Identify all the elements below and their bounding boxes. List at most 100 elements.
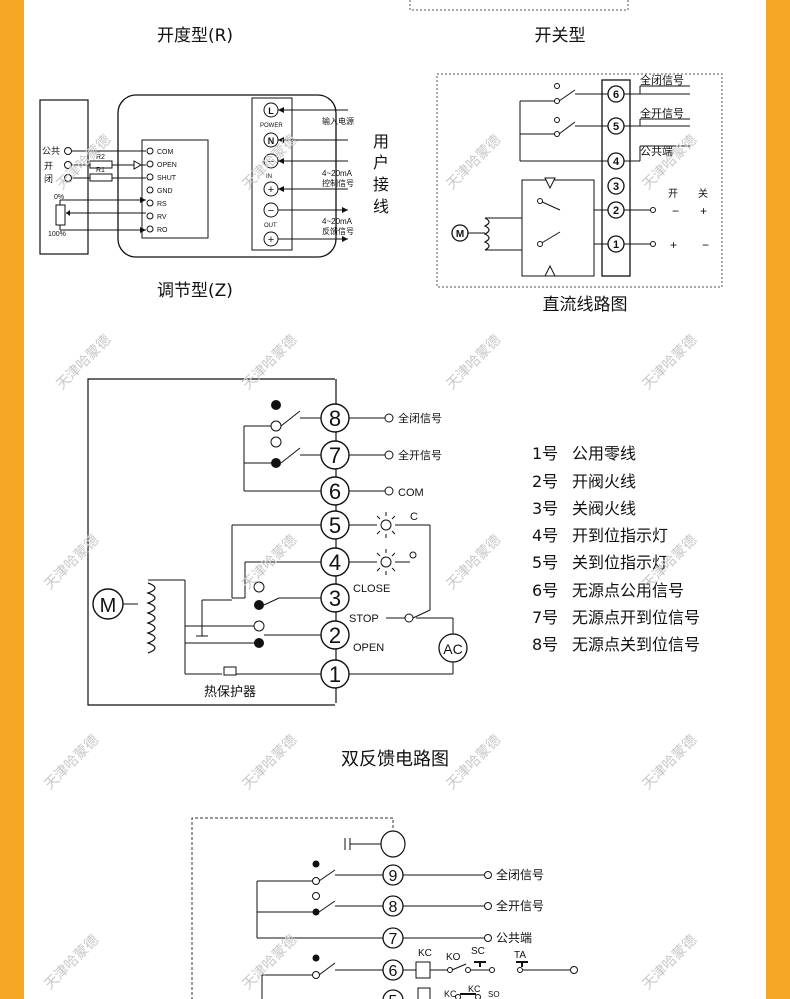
svg-text:+: + bbox=[700, 204, 707, 218]
svg-text:关阀火线: 关阀火线 bbox=[572, 499, 636, 518]
hundred-percent-label: 100% bbox=[48, 231, 66, 238]
svg-text:天津哈蒙德: 天津哈蒙德 bbox=[640, 132, 701, 193]
svg-text:天津哈蒙德: 天津哈蒙德 bbox=[54, 332, 115, 393]
svg-text:5: 5 bbox=[329, 513, 341, 538]
dual-full-close-label: 全闭信号 bbox=[496, 867, 544, 882]
svg-text:反馈信号: 反馈信号 bbox=[322, 226, 354, 236]
ac-stop-label: STOP bbox=[349, 613, 379, 625]
dc-terminal-strip bbox=[601, 79, 631, 277]
svg-text:+: + bbox=[670, 238, 677, 252]
svg-text:M: M bbox=[456, 229, 464, 240]
svg-text:天津哈蒙德: 天津哈蒙德 bbox=[444, 132, 505, 193]
svg-text:2: 2 bbox=[613, 205, 619, 217]
thermal-protector-label: 热保护器 bbox=[204, 685, 256, 700]
dual-common-label: 公共端 bbox=[496, 931, 532, 945]
svg-text:OPEN: OPEN bbox=[157, 162, 177, 169]
resistor-r1 bbox=[89, 173, 113, 182]
svg-text:AC: AC bbox=[443, 641, 462, 657]
svg-text:8: 8 bbox=[389, 899, 398, 916]
svg-text:户: 户 bbox=[373, 153, 389, 172]
svg-text:GND: GND bbox=[157, 188, 173, 195]
actuator-module-box bbox=[117, 94, 337, 258]
svg-text:KO: KO bbox=[446, 952, 461, 963]
product-page: 开度型(R) 开关型 公共 开 闭 0% 100% R2 R1 bbox=[24, 0, 766, 999]
thermal-switch bbox=[223, 666, 237, 676]
svg-text:KC: KC bbox=[444, 989, 457, 999]
svg-text:5: 5 bbox=[613, 121, 619, 133]
ac-wiring-diagram: 8 7 6 5 4 3 2 1 全闭信号 全开信号 COM bbox=[87, 378, 468, 706]
resistor-r2 bbox=[89, 160, 113, 169]
svg-text:TA: TA bbox=[514, 950, 526, 961]
dual-feedback-diagram: 9 8 7 6 5 全闭信号 全开信号 公共端 bbox=[191, 817, 578, 999]
svg-text:6: 6 bbox=[389, 963, 398, 980]
svg-text:COM: COM bbox=[157, 149, 174, 156]
ac-full-open-label: 全开信号 bbox=[398, 448, 442, 462]
ac-full-close-label: 全闭信号 bbox=[398, 411, 442, 425]
svg-text:POWER: POWER bbox=[260, 123, 283, 129]
svg-text:无源点公用信号: 无源点公用信号 bbox=[572, 581, 684, 600]
terminal-legend: 1号 公用零线 2号 开阀火线 3号 关阀火线 4号 开到位指示灯 5号 关到位… bbox=[532, 444, 700, 654]
svg-text:开到位指示灯: 开到位指示灯 bbox=[572, 526, 668, 545]
svg-text:4号: 4号 bbox=[532, 526, 558, 545]
ac-com-label: COM bbox=[398, 487, 424, 499]
dc-terminals: 6 5 4 3 2 1 bbox=[607, 85, 625, 253]
ac-terminals: 8 7 6 5 4 3 2 1 bbox=[320, 403, 350, 689]
svg-text:3: 3 bbox=[613, 181, 619, 193]
svg-text:6: 6 bbox=[329, 479, 341, 504]
svg-text:7: 7 bbox=[329, 443, 341, 468]
dc-common-label: 公共端 bbox=[640, 145, 673, 158]
svg-text:L: L bbox=[268, 106, 274, 116]
terminal-labels: COM OPEN SHUT GND RS RV RO bbox=[146, 147, 177, 234]
svg-text:天津哈蒙德: 天津哈蒙德 bbox=[640, 732, 701, 793]
ac-frame bbox=[87, 378, 335, 706]
svg-text:3: 3 bbox=[329, 586, 341, 611]
svg-text:SO: SO bbox=[488, 990, 500, 999]
svg-text:R2: R2 bbox=[96, 154, 105, 161]
svg-text:8号: 8号 bbox=[532, 635, 558, 654]
svg-text:+: + bbox=[268, 234, 274, 246]
svg-text:天津哈蒙德: 天津哈蒙德 bbox=[42, 732, 103, 793]
dual-feedback-title: 双反馈电路图 bbox=[341, 749, 449, 770]
power-block bbox=[251, 97, 293, 251]
svg-text:无源点关到位信号: 无源点关到位信号 bbox=[572, 635, 700, 654]
svg-text:RS: RS bbox=[157, 201, 167, 208]
svg-text:线: 线 bbox=[373, 197, 389, 216]
svg-text:4: 4 bbox=[613, 156, 620, 168]
svg-text:天津哈蒙德: 天津哈蒙德 bbox=[640, 332, 701, 393]
svg-text:天津哈蒙德: 天津哈蒙德 bbox=[444, 532, 505, 593]
dc-motor-coil bbox=[483, 217, 490, 251]
wiring-diagrams: 开度型(R) 开关型 公共 开 闭 0% 100% R2 R1 bbox=[39, 0, 723, 999]
com-label: 公共 bbox=[42, 146, 60, 156]
svg-text:RV: RV bbox=[157, 214, 167, 221]
svg-text:−: − bbox=[268, 205, 274, 217]
svg-text:天津哈蒙德: 天津哈蒙德 bbox=[444, 332, 505, 393]
svg-text:天津哈蒙德: 天津哈蒙德 bbox=[240, 932, 301, 993]
svg-text:天津哈蒙德: 天津哈蒙德 bbox=[42, 532, 103, 593]
opening-type-title: 开度型(R) bbox=[157, 26, 233, 46]
ac-close-label: CLOSE bbox=[353, 583, 390, 595]
open-label: 开 bbox=[44, 161, 53, 171]
ac-motor-coil bbox=[146, 582, 156, 654]
svg-text:IN: IN bbox=[266, 174, 272, 180]
svg-text:7: 7 bbox=[389, 931, 398, 948]
svg-text:6: 6 bbox=[613, 89, 619, 101]
dc-open-header: 开 bbox=[668, 189, 678, 200]
svg-text:−: − bbox=[702, 238, 709, 252]
svg-text:控制信号: 控制信号 bbox=[322, 178, 354, 188]
svg-text:天津哈蒙德: 天津哈蒙德 bbox=[42, 932, 103, 993]
svg-text:7号: 7号 bbox=[532, 608, 558, 627]
svg-text:6号: 6号 bbox=[532, 581, 558, 600]
svg-text:1: 1 bbox=[613, 239, 619, 251]
svg-text:8: 8 bbox=[329, 406, 341, 431]
svg-text:公用零线: 公用零线 bbox=[572, 444, 636, 463]
ac-open-label: OPEN bbox=[353, 642, 384, 654]
svg-text:天津哈蒙德: 天津哈蒙德 bbox=[640, 932, 701, 993]
dc-full-close-label: 全闭信号 bbox=[640, 73, 684, 87]
dc-close-header: 关 bbox=[698, 187, 708, 200]
dc-full-open-label: 全开信号 bbox=[640, 106, 684, 120]
svg-text:无源点开到位信号: 无源点开到位信号 bbox=[572, 608, 700, 627]
dual-full-open-label: 全开信号 bbox=[496, 898, 544, 913]
input-power-label: 输入电源 bbox=[322, 116, 354, 126]
svg-text:4~20mA: 4~20mA bbox=[322, 169, 353, 178]
svg-text:关到位指示灯: 关到位指示灯 bbox=[572, 553, 668, 572]
